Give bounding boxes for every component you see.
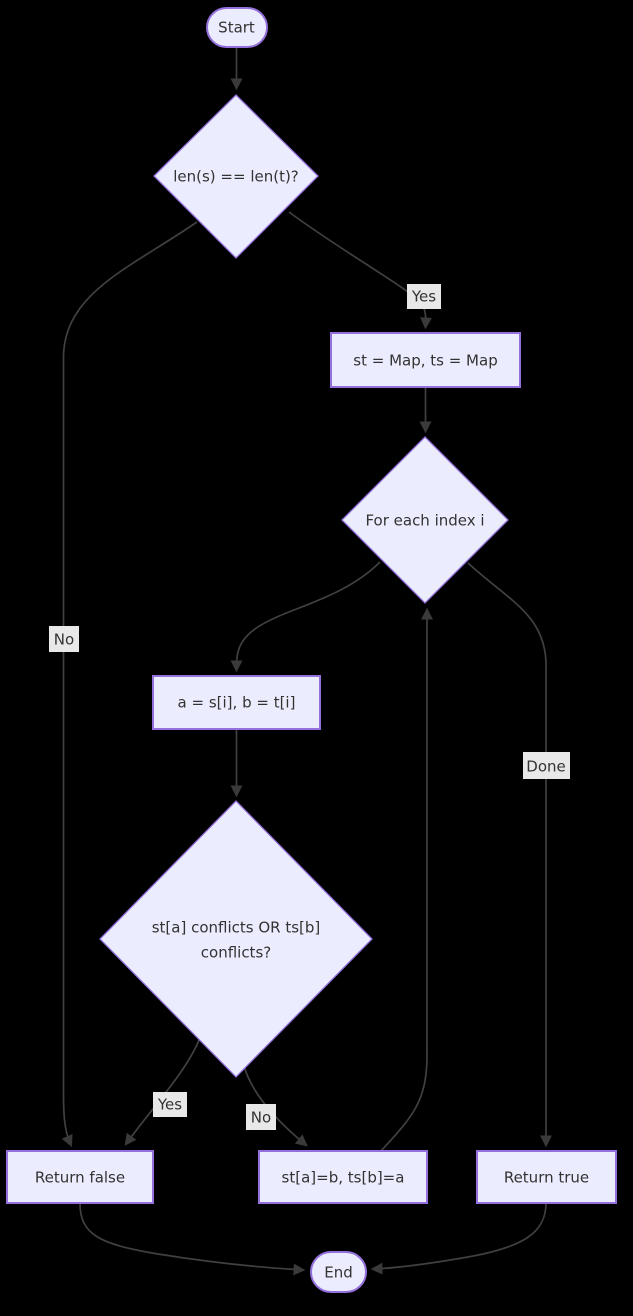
end-label: End — [324, 1263, 353, 1281]
foreach-label: For each index i — [365, 511, 484, 529]
edge-label-done-text: Done — [526, 757, 565, 775]
edge-label-yes-len-text: Yes — [411, 287, 436, 305]
edge-label-no-conflict-text: No — [251, 1108, 271, 1126]
edge-label-done: Done — [523, 752, 570, 779]
conflict-label-line1: st[a] conflicts OR ts[b] — [152, 918, 321, 936]
set-maps-label: st[a]=b, ts[b]=a — [282, 1168, 405, 1186]
edge-label-yes-conflict-text: Yes — [157, 1095, 182, 1113]
foreach-shape — [341, 436, 509, 604]
node-init-maps: st = Map, ts = Map — [330, 332, 521, 388]
check-len-label: len(s) == len(t)? — [173, 167, 299, 185]
edge-label-no-conflict-bg — [246, 1104, 276, 1130]
edge-label-no-len-text: No — [54, 630, 74, 648]
start-shape — [206, 7, 268, 48]
edge-label-no-len-bg — [49, 626, 79, 652]
node-foreach: For each index i — [341, 436, 509, 604]
edge-label-no-conflict: No — [246, 1104, 276, 1130]
node-start: Start — [206, 7, 268, 48]
check-len-shape — [153, 94, 319, 259]
edge-foreach-to-assign — [230, 561, 381, 673]
conflict-label-line2: conflicts? — [201, 943, 271, 961]
edges — [61, 47, 552, 1276]
set-maps-shape — [258, 1150, 428, 1204]
edge-label-yes-len: Yes — [407, 284, 441, 309]
edge-conflict-to-returnfalse — [124, 1039, 200, 1146]
node-end: End — [310, 1251, 367, 1293]
return-false-label: Return false — [35, 1168, 125, 1186]
edge-label-done-bg — [523, 752, 570, 779]
edge-returntrue-to-end — [370, 1202, 547, 1275]
conflict-shape — [99, 800, 373, 1078]
node-return-true: Return true — [476, 1150, 617, 1204]
node-check-len: len(s) == len(t)? — [153, 94, 319, 259]
edge-label-yes-len-bg — [407, 284, 441, 309]
node-conflict: st[a] conflicts OR ts[b] conflicts? — [99, 800, 373, 1078]
edge-foreach-to-returntrue — [467, 562, 552, 1148]
edge-checklen-to-initmaps — [288, 211, 432, 330]
return-false-shape — [6, 1150, 154, 1204]
assign-label: a = s[i], b = t[i] — [178, 693, 296, 711]
edge-label-yes-conflict: Yes — [153, 1092, 187, 1117]
edge-checklen-to-returnfalse — [61, 221, 198, 1148]
node-set-maps: st[a]=b, ts[b]=a — [258, 1150, 428, 1204]
edge-label-yes-conflict-bg — [153, 1092, 187, 1117]
node-return-false: Return false — [6, 1150, 154, 1204]
assign-shape — [152, 675, 321, 730]
edge-setmaps-to-foreach — [380, 607, 433, 1152]
return-true-shape — [476, 1150, 617, 1204]
edge-labels: Yes No Done Yes No — [49, 284, 570, 1130]
end-shape — [310, 1251, 367, 1293]
node-assign: a = s[i], b = t[i] — [152, 675, 321, 730]
init-maps-label: st = Map, ts = Map — [353, 351, 497, 369]
edge-returnfalse-to-end — [79, 1202, 306, 1276]
return-true-label: Return true — [504, 1168, 589, 1186]
start-label: Start — [218, 18, 255, 36]
edge-label-no-len: No — [49, 626, 79, 652]
init-maps-shape — [330, 332, 521, 388]
